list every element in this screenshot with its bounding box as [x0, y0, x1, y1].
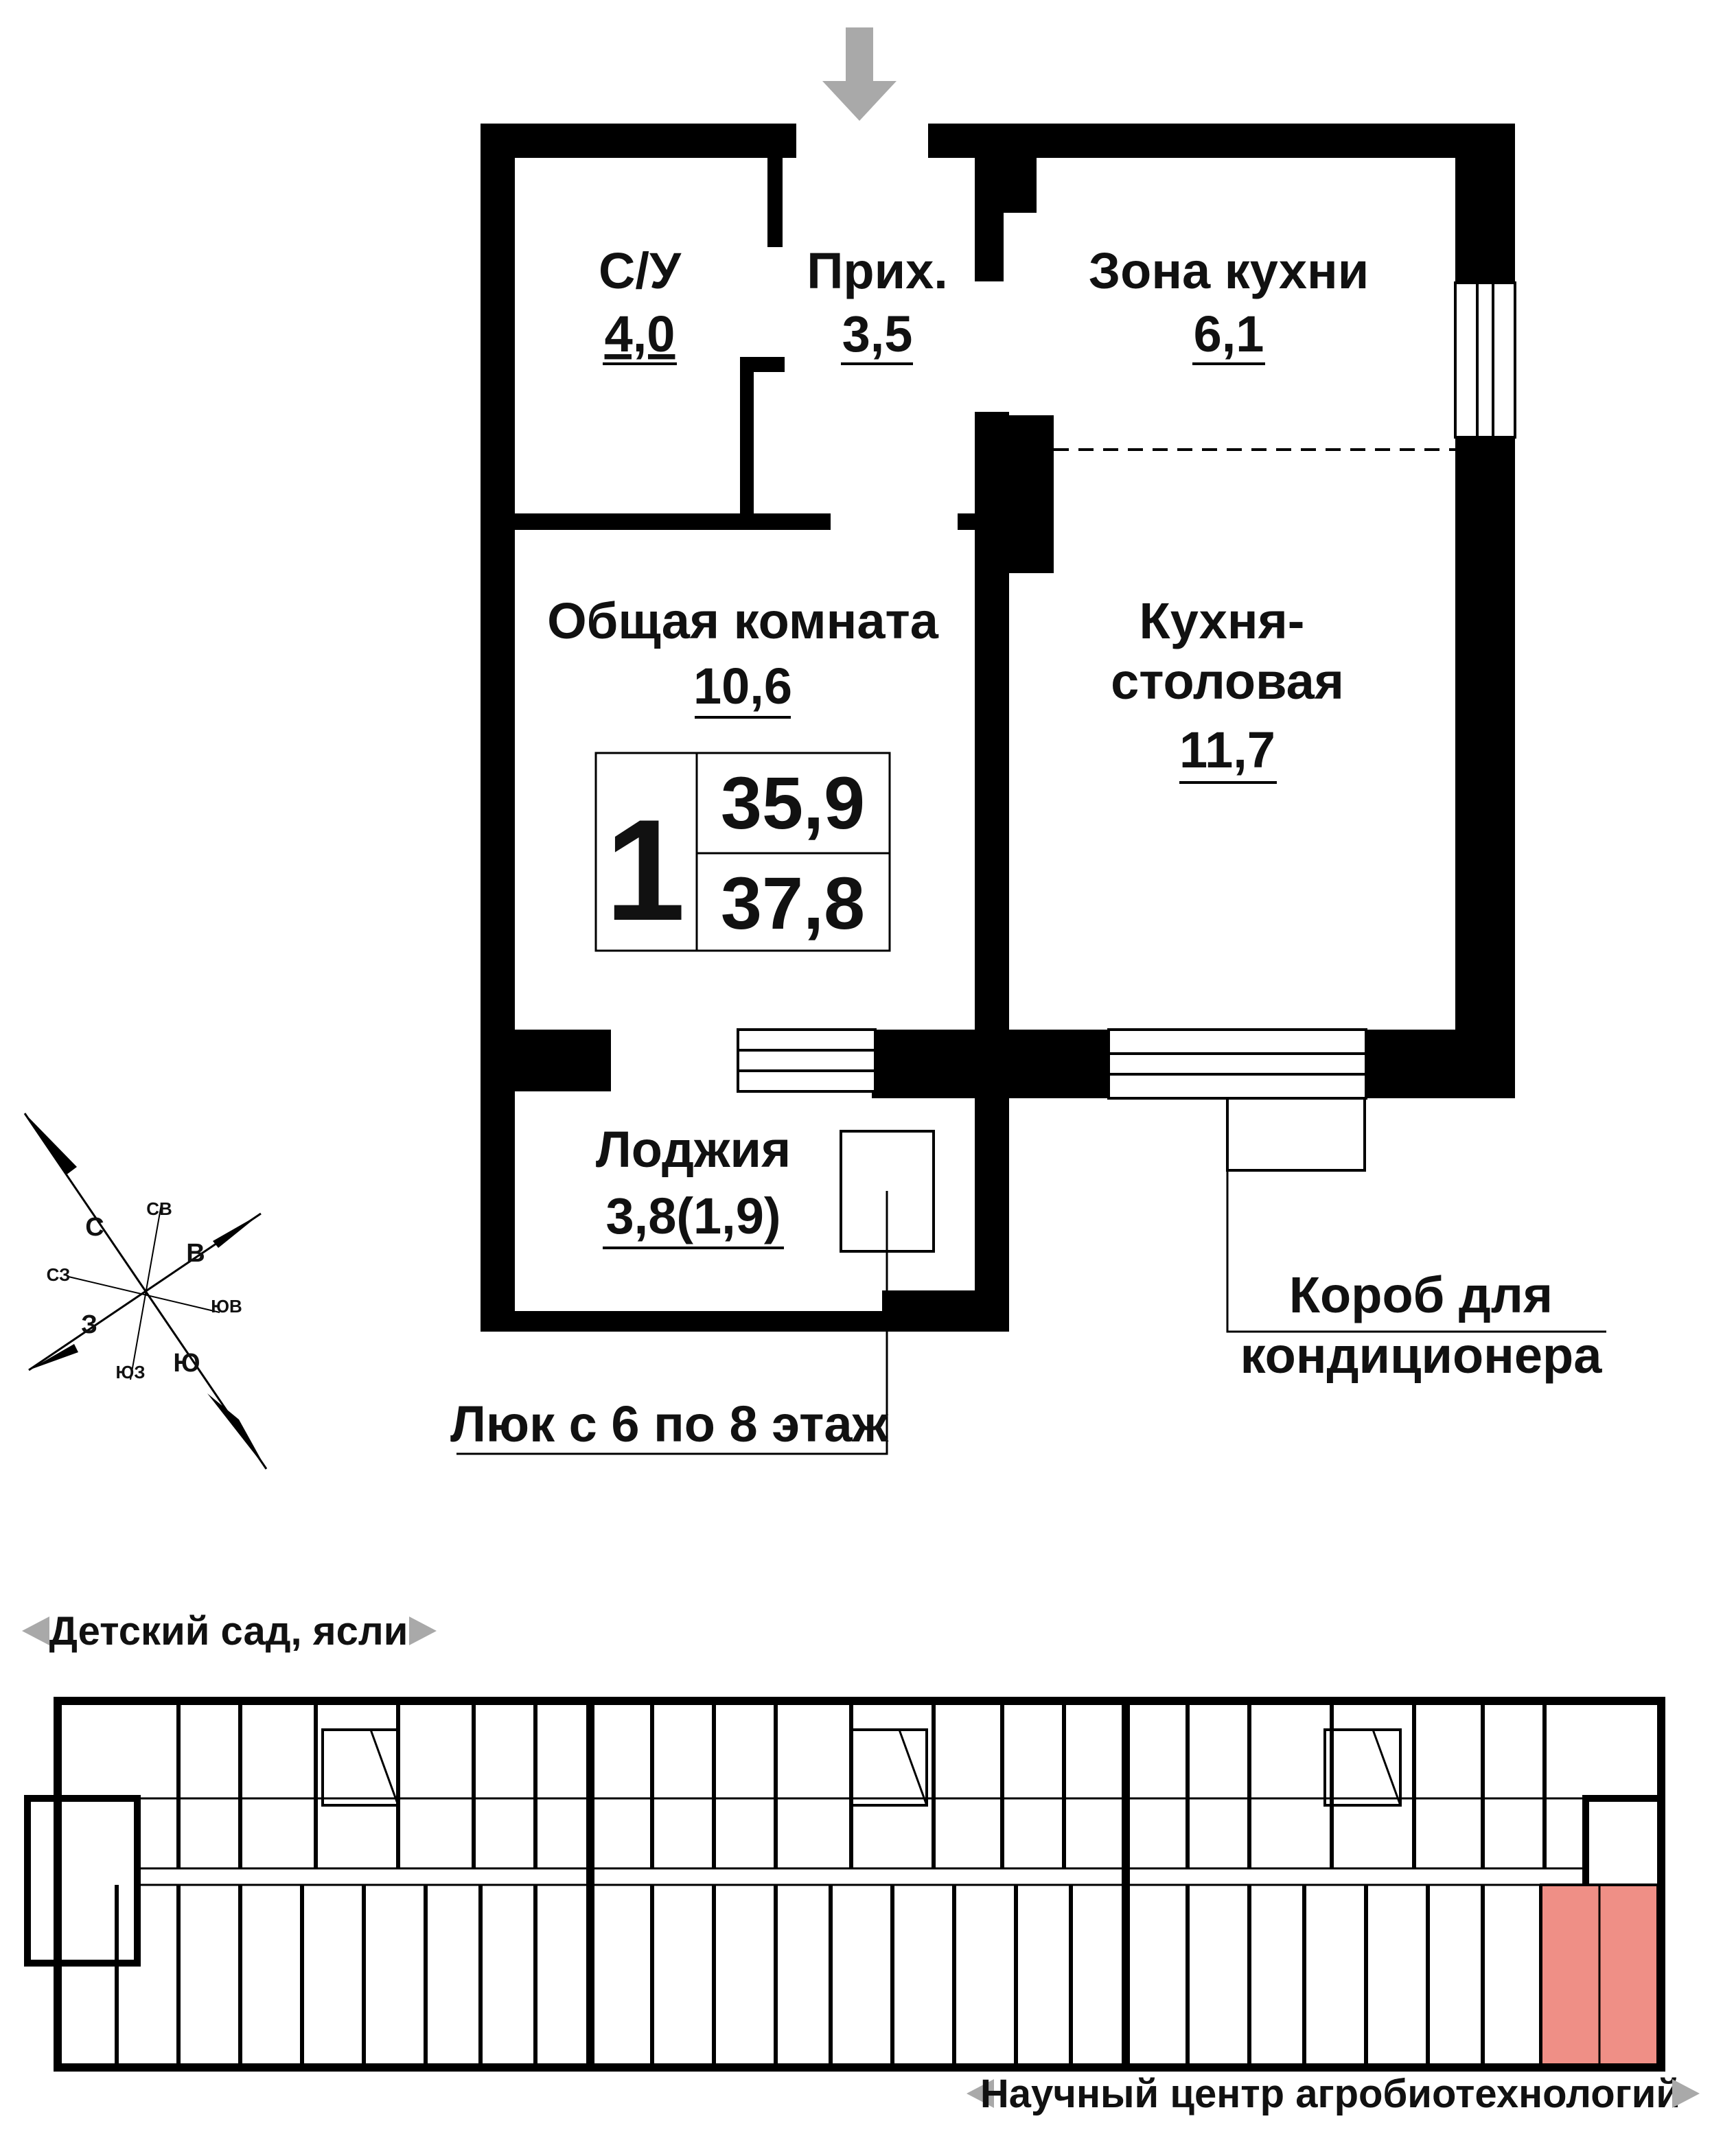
hall-area: 3,5 — [842, 305, 913, 362]
top-neighbor-label: Детский сад, ясли — [49, 1609, 408, 1654]
kitchen-dining-label-2: столовая — [1111, 653, 1344, 710]
living-room-area: 10,6 — [693, 658, 792, 715]
kitchen-dining-label-1: Кухня- — [1140, 592, 1305, 649]
kitchen-zone-area: 6,1 — [1194, 305, 1264, 362]
right-triangle-icon — [1672, 2079, 1700, 2108]
loggia-area: 3,8(1,9) — [605, 1187, 780, 1244]
compass-rose — [23, 1113, 268, 1470]
window-east — [1454, 281, 1516, 439]
living-area-total: 35,9 — [721, 761, 865, 844]
compass-n: С — [85, 1213, 104, 1242]
compass-sw: ЮЗ — [115, 1362, 145, 1382]
north-arrow-icon — [25, 1113, 77, 1175]
kitchen-dining-area: 11,7 — [1179, 721, 1275, 778]
bathroom-label: С/У — [599, 242, 682, 299]
compass-ne: СВ — [146, 1198, 172, 1219]
ac-box — [1226, 1097, 1606, 1333]
compass-e: В — [186, 1239, 205, 1268]
hatch-label: Люк с 6 по 8 этаж — [450, 1395, 890, 1452]
compass-nw: СЗ — [47, 1264, 71, 1285]
total-area: 37,8 — [721, 861, 865, 944]
left-triangle-icon — [967, 2079, 994, 2108]
left-triangle-icon — [22, 1616, 49, 1645]
compass-w: З — [81, 1310, 97, 1339]
window-kitchen — [1107, 1028, 1367, 1100]
building-floor-plan — [24, 1697, 1665, 2072]
south-arrow-icon — [207, 1393, 266, 1469]
entrance-arrow-icon — [822, 27, 897, 121]
hall-label: Прих. — [807, 242, 948, 299]
loggia-label: Лоджия — [596, 1121, 791, 1178]
bathroom-area: 4,0 — [605, 305, 675, 362]
east-arrow-icon — [213, 1214, 261, 1248]
ac-box-label-2: кондиционера — [1240, 1327, 1603, 1384]
hatch — [456, 1130, 935, 1455]
right-triangle-icon — [409, 1616, 437, 1645]
living-room-label: Общая комната — [547, 592, 939, 649]
west-arrow-icon — [29, 1344, 78, 1370]
window-living — [737, 1028, 877, 1093]
rooms-count: 1 — [605, 789, 686, 951]
compass-se: ЮВ — [211, 1296, 242, 1317]
kitchen-zone-label: Зона кухни — [1089, 242, 1369, 299]
bottom-neighbor-label: Научный центр агробиотехнологий — [980, 2072, 1680, 2116]
ac-box-label-1: Короб для — [1289, 1266, 1553, 1323]
area-summary-box — [594, 752, 891, 952]
compass-s: Ю — [173, 1349, 200, 1378]
